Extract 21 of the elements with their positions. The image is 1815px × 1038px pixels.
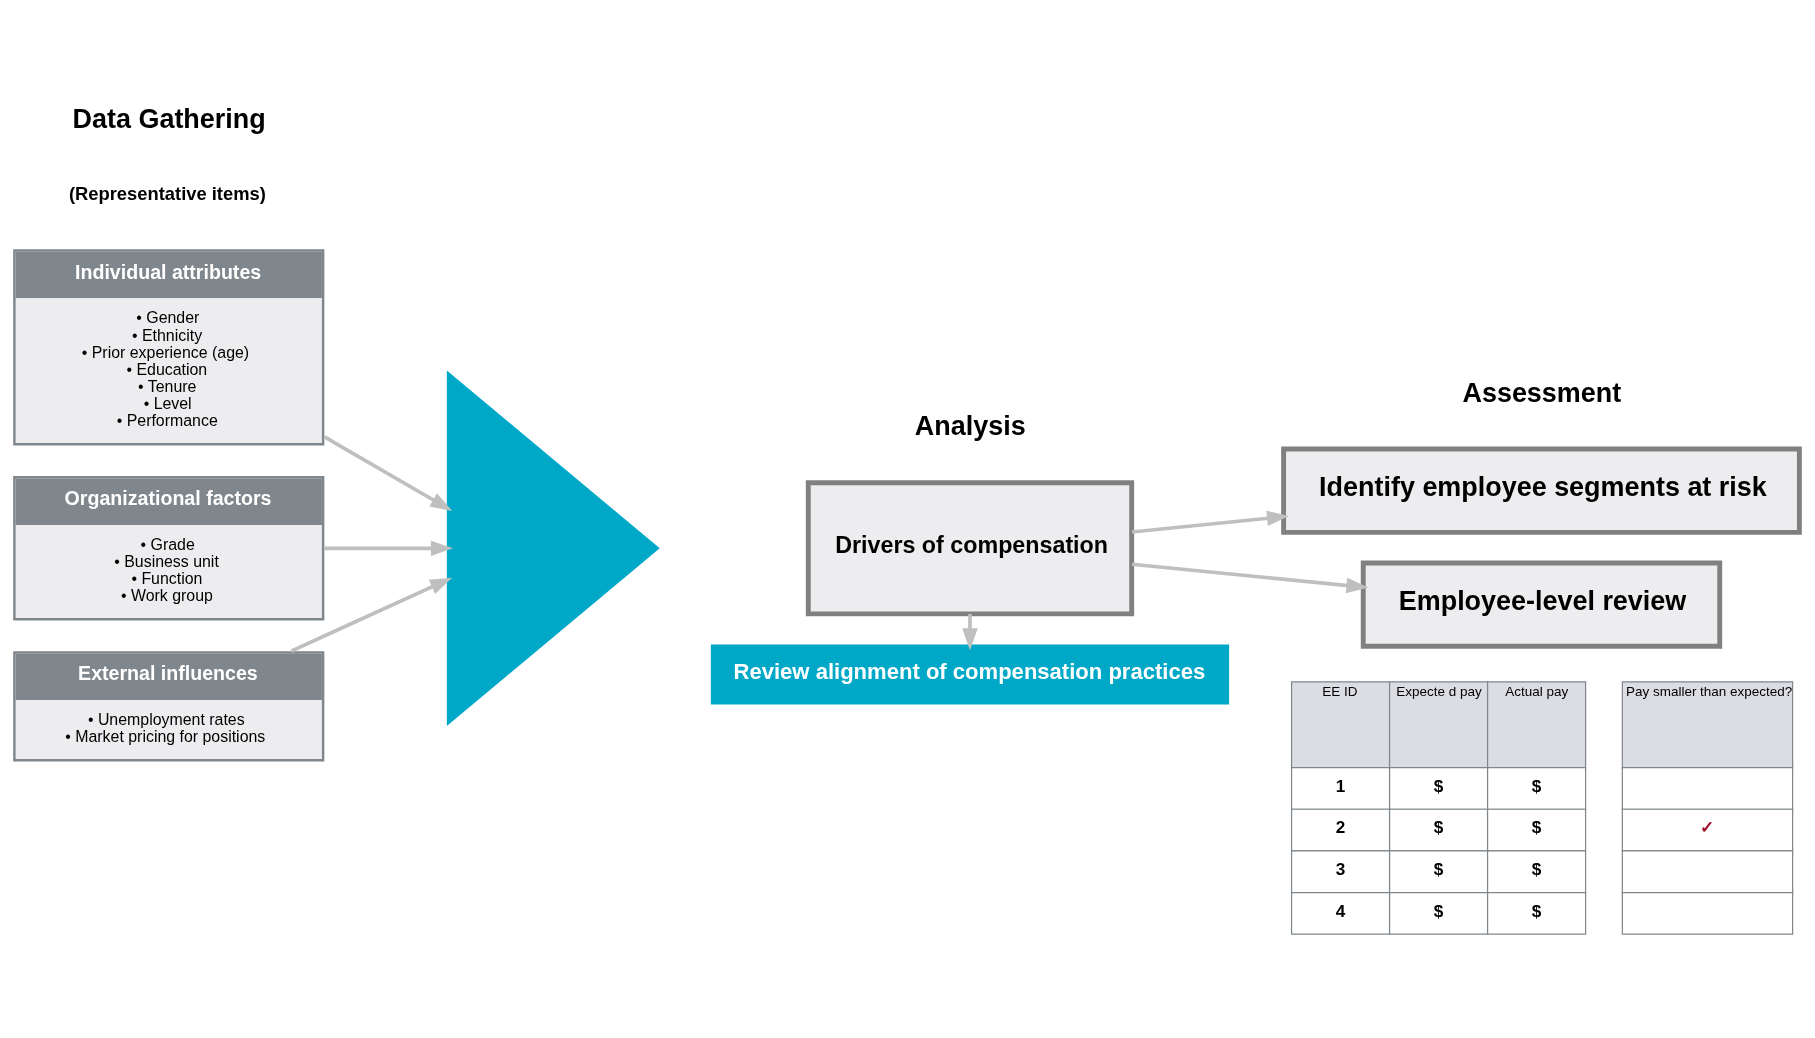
label: $ [1531,775,1542,796]
label: ✓ [1699,816,1714,837]
label: $ [1433,858,1444,879]
label: Pay smaller than expected? [1626,683,1793,699]
label: Expecte d pay [1396,683,1482,699]
label: EE ID [1322,683,1358,699]
label: (Representative items) [68,182,266,204]
label: 1 [1335,775,1346,796]
label: $ [1433,900,1444,921]
label: $ [1531,816,1542,837]
label: Actual pay [1505,683,1569,699]
label: 4 [1335,900,1346,921]
label: Analysis [914,410,1026,441]
label: Assessment [1462,377,1622,408]
label: $ [1433,816,1444,837]
label: $ [1433,775,1444,796]
label: Data Gathering [72,103,266,134]
label: $ [1531,900,1542,921]
label: 2 [1335,816,1346,837]
label: $ [1531,858,1542,879]
label: 3 [1335,858,1346,879]
